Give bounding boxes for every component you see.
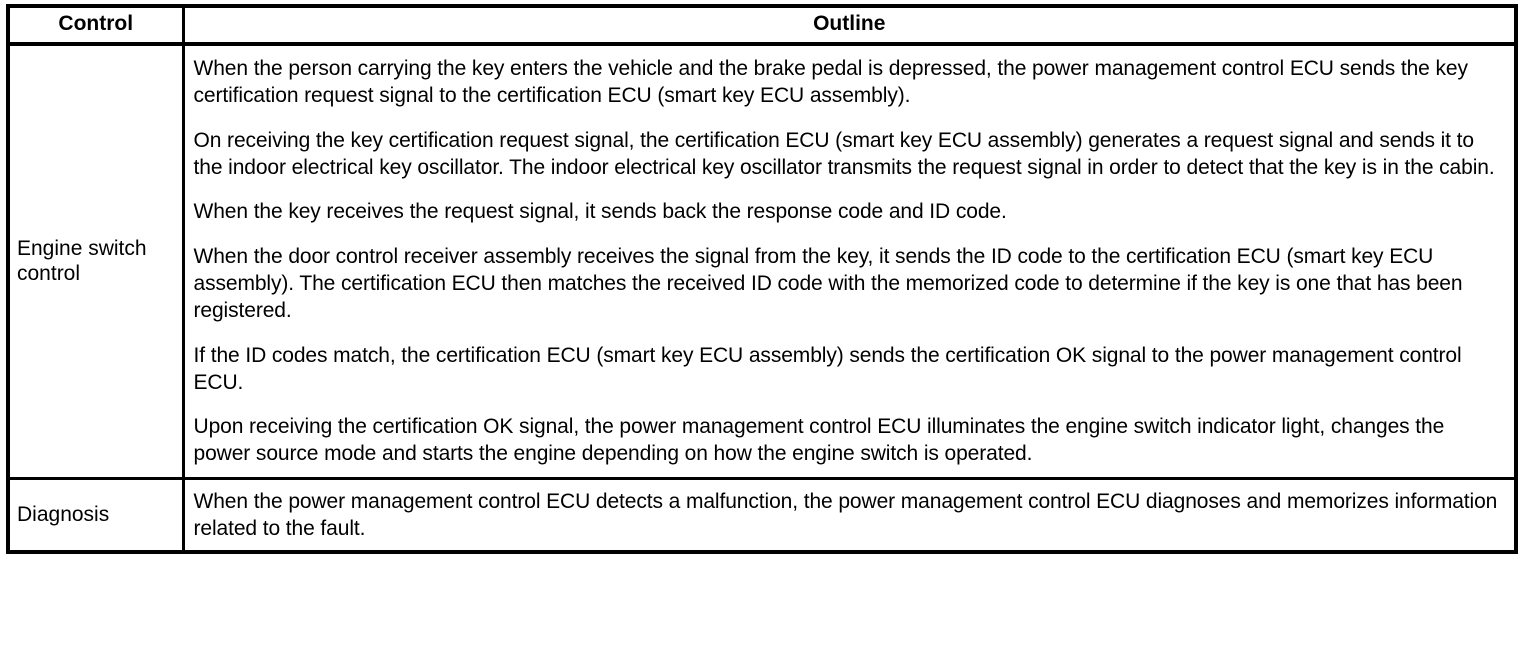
table-row: Diagnosis When the power management cont… xyxy=(8,476,1516,553)
outline-paragraph: Upon receiving the certification OK sign… xyxy=(193,415,1445,466)
outline-paragraph: If the ID codes match, the certification… xyxy=(193,343,1462,394)
row-label-text: Engine switch control xyxy=(17,236,147,286)
table-header-row: Control Outline xyxy=(8,6,1516,47)
row-outline-engine-switch-control: When the person carrying the key enters … xyxy=(183,44,1516,478)
column-header-control: Control xyxy=(8,6,185,47)
column-header-outline: Outline xyxy=(183,6,1516,47)
outline-paragraph: When the door control receiver assembly … xyxy=(193,244,1463,323)
outline-paragraph: On receiving the key certification reque… xyxy=(193,128,1495,180)
table-row: Engine switch control When the person ca… xyxy=(8,44,1516,479)
outline-paragraph: When the power management control ECU de… xyxy=(193,489,1498,540)
row-label-diagnosis: Diagnosis xyxy=(8,476,185,553)
outline-paragraph: When the person carrying the key enters … xyxy=(193,57,1468,108)
table-body: Engine switch control When the person ca… xyxy=(8,44,1516,553)
spec-table: Control Outline Engine switch control Wh… xyxy=(6,4,1518,555)
outline-paragraph: When the key receives the request signal… xyxy=(193,200,1007,224)
row-label-engine-switch-control: Engine switch control xyxy=(8,44,185,479)
row-outline-diagnosis: When the power management control ECU de… xyxy=(183,476,1516,553)
row-label-text: Diagnosis xyxy=(17,503,110,527)
table-header: Control Outline xyxy=(8,6,1516,47)
